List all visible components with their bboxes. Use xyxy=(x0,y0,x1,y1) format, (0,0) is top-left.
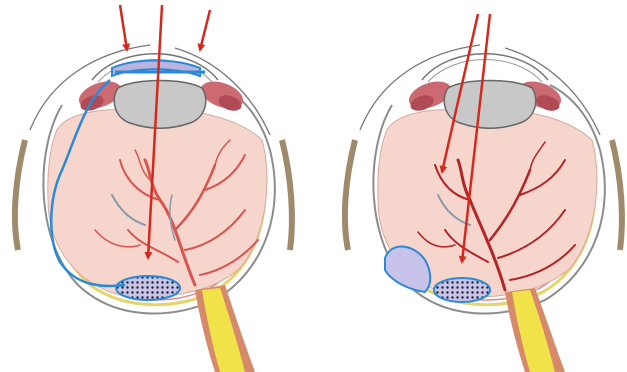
corneal-implant xyxy=(112,61,200,77)
vitreous-body xyxy=(48,109,267,297)
eye-cross-section-right xyxy=(345,14,622,372)
macular-lesion xyxy=(434,278,490,302)
eyelash-fringe xyxy=(612,140,622,250)
eyelash-fringe xyxy=(345,140,355,250)
eyelash-fringe xyxy=(282,140,292,250)
light-ray-1 xyxy=(120,5,127,50)
eye-cross-section-left xyxy=(15,5,292,372)
light-ray-3 xyxy=(200,10,210,50)
eyelash-fringe xyxy=(15,140,25,250)
macular-lesion xyxy=(116,276,180,300)
lens xyxy=(114,81,206,129)
